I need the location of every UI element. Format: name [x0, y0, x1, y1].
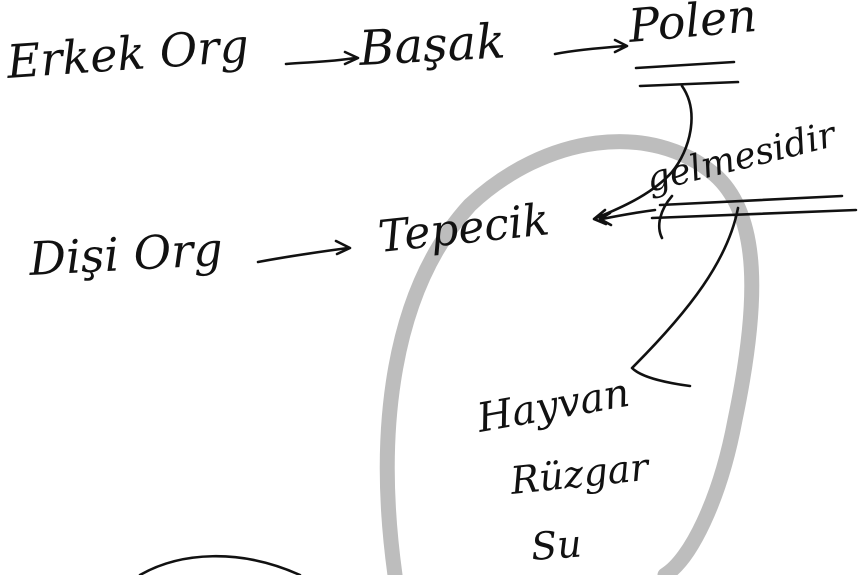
agent-ruzgar: Rüzgar — [507, 444, 653, 503]
arrow-male-to-basak — [284, 50, 360, 66]
agent-su: Su — [530, 522, 583, 569]
arrow-to-agents — [630, 206, 740, 388]
bottom-arc — [138, 554, 302, 575]
gelmesidir-underline-2 — [650, 208, 858, 220]
tepecik-label: Tepecik — [376, 194, 552, 263]
female-organ-label: Dişi Org — [27, 222, 224, 286]
hook-mark — [658, 194, 674, 240]
watermark-loop — [379, 134, 760, 575]
arrow-polen-to-tepecik — [592, 84, 693, 226]
arrow-female-to-tepecik — [256, 239, 352, 264]
basak-label: Başak — [357, 13, 507, 77]
arrow-basak-to-polen — [553, 38, 629, 56]
polen-underline-1 — [634, 60, 736, 70]
polen-label: Polen — [625, 0, 759, 53]
polen-underline-2 — [638, 80, 740, 88]
agent-hayvan: Hayvan — [473, 370, 633, 442]
gelmesidir-label: gelmesidir — [642, 114, 841, 201]
gelmesidir-underline-1 — [658, 194, 844, 207]
arrow-into-tepecik — [598, 208, 657, 227]
male-organ-label: Erkek Org — [4, 18, 250, 89]
